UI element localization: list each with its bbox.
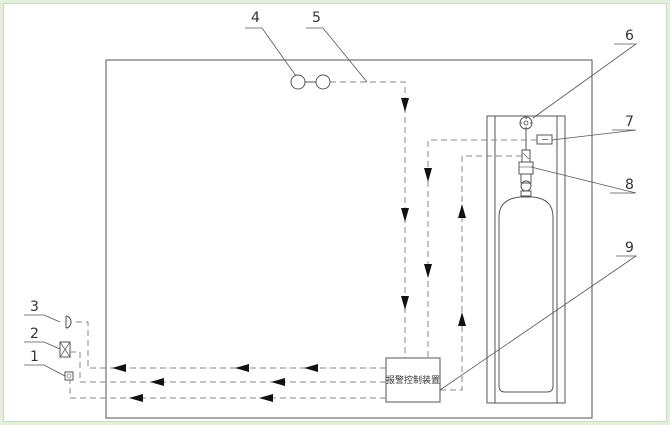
callout-3: 3 [30, 299, 39, 315]
callout-2: 2 [30, 326, 39, 342]
detector-4a-icon [290, 74, 306, 90]
flow-arrows [112, 98, 466, 402]
callout-4: 4 [251, 10, 260, 26]
diagram-frame [3, 3, 667, 422]
container-valve-icon [518, 129, 534, 197]
control-box-label: 报警控制装置 [386, 374, 440, 386]
callout-5: 5 [312, 10, 321, 26]
detector-3-icon [65, 315, 72, 329]
pressure-gauge-icon [519, 116, 533, 130]
leader-lines [24, 27, 638, 391]
protected-zone-outline [105, 59, 593, 419]
detector-1-icon [64, 371, 74, 381]
control-box [385, 357, 441, 403]
callout-6: 6 [625, 28, 634, 44]
callout-8: 8 [625, 177, 634, 193]
gas-cylinder [498, 196, 554, 393]
signal-wires [69, 81, 537, 399]
detector-2-icon [59, 341, 71, 358]
callout-1: 1 [30, 349, 39, 365]
callout-7: 7 [625, 114, 634, 130]
cylinder-cabinet [486, 115, 566, 404]
detector-4b-icon [315, 74, 331, 90]
callout-9: 9 [625, 240, 634, 256]
